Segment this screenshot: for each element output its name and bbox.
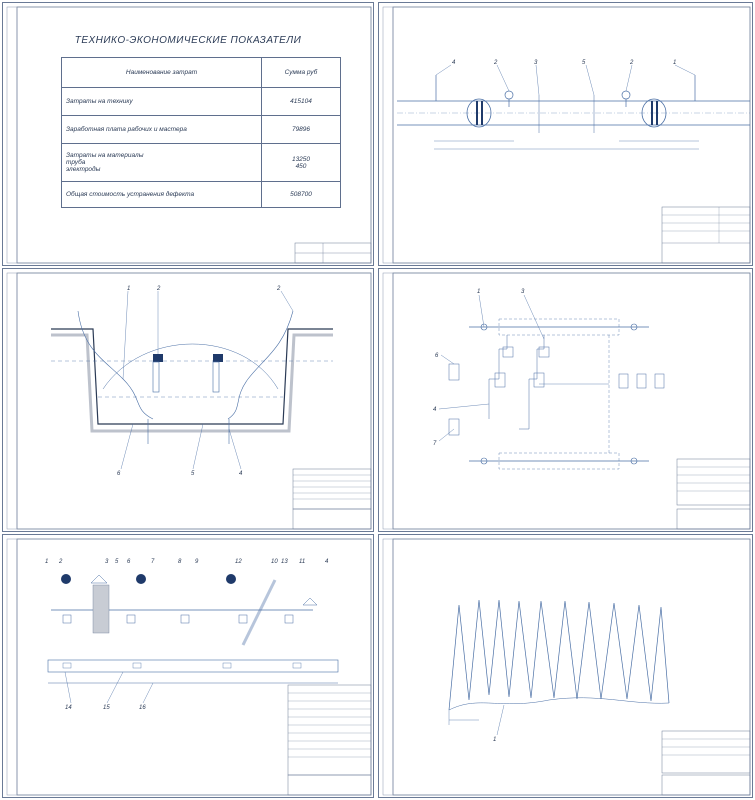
callout-label: 7 [151,559,155,565]
callout-label: 2 [58,559,63,565]
callout-label: 4 [325,559,329,565]
table-cell-name: Общая стоимость устранения дефекта [61,181,262,208]
callout-label: 16 [139,705,146,711]
callout-label: 8 [178,559,182,565]
weld-sequence-drawing: 1 [382,538,751,796]
callout-label: 15 [103,705,110,711]
callout-label: 2 [493,60,498,66]
callout-label: 1 [493,737,496,743]
table-header-row: Наименование затрат Сумма руб [61,57,341,88]
table-header-name: Наименование затрат [61,57,262,88]
table-cell-name: Заработная плата рабочих и мастера [61,115,262,144]
callout-label: 7 [433,441,437,447]
callout-label: 4 [433,407,437,413]
callout-label: 2 [156,286,161,292]
drawing-sheet-6: 1 [378,534,753,798]
drawing-sheet-2: 4 2 3 5 2 1 [378,2,753,266]
callout-label: 3 [521,289,525,295]
callout-label: 1 [127,286,130,292]
callout-label: 10 [271,559,278,565]
table-cell-sum: 13250 450 [261,143,341,182]
drawing-sheet-4: 1 3 6 4 7 [378,268,753,532]
callout-label: 2 [276,286,281,292]
callout-label: 5 [191,471,195,477]
callout-label: 9 [195,559,199,565]
pipeline-repair-drawing: 4 2 3 5 2 1 [382,6,751,264]
site-schematic-drawing: 1 2 3 5 6 7 8 9 12 10 13 11 4 14 15 16 [6,538,372,796]
callout-label: 14 [65,705,72,711]
table-row: Общая стоимость устранения дефекта 50870… [61,181,341,208]
callout-label: 3 [534,60,538,66]
drawing-sheet-1: ТЕХНИКО-ЭКОНОМИЧЕСКИЕ ПОКАЗАТЕЛИ Наимено… [2,2,374,266]
piping-schematic-drawing: 1 3 6 4 7 [382,272,751,530]
table-cell-sum: 79896 [261,115,341,144]
table-header-sum: Сумма руб [261,57,341,88]
trench-section-drawing: 1 2 2 6 5 4 [6,272,372,530]
table-row: Затраты на материалы труба электроды 132… [61,143,341,182]
callout-label: 6 [435,353,439,359]
callout-label: 4 [452,60,456,66]
callout-label: 12 [235,559,242,565]
table-cell-name: Затраты на технику [61,87,262,116]
callout-label: 2 [629,60,634,66]
callout-label: 1 [673,60,676,66]
table-cell-sum: 508700 [261,181,341,208]
callout-label: 6 [117,471,121,477]
callout-label: 3 [105,559,109,565]
callout-label: 5 [582,60,586,66]
sheet-title: ТЕХНИКО-ЭКОНОМИЧЕСКИЕ ПОКАЗАТЕЛИ [74,35,302,46]
callout-label: 4 [239,471,243,477]
callout-label: 5 [115,559,119,565]
table-row: Затраты на технику 415104 [61,87,341,116]
callout-label: 11 [299,559,305,565]
table-cell-name: Затраты на материалы труба электроды [61,143,262,182]
drawing-sheet-5: 1 2 3 5 6 7 8 9 12 10 13 11 4 14 15 16 [2,534,374,798]
callout-label: 1 [45,559,48,565]
sheet-1-frame [6,6,372,264]
table-cell-sum: 415104 [261,87,341,116]
table-row: Заработная плата рабочих и мастера 79896 [61,115,341,144]
callout-label: 6 [127,559,131,565]
callout-label: 13 [281,559,288,565]
drawing-sheet-3: 1 2 2 6 5 4 [2,268,374,532]
cost-table: Наименование затрат Сумма руб Затраты на… [61,57,341,208]
callout-label: 1 [477,289,480,295]
